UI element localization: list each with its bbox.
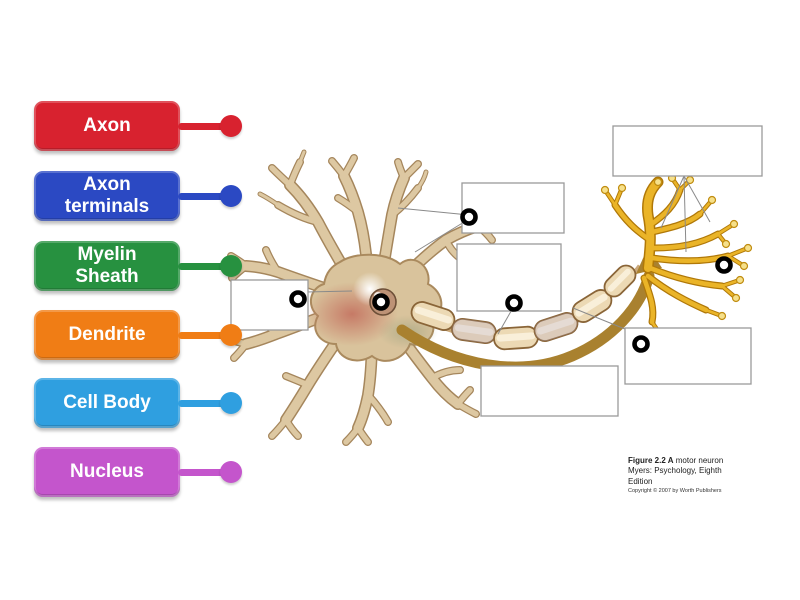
label-dendrite[interactable]: Dendrite	[34, 310, 180, 360]
label-row-myelin-sheath: Myelin Sheath	[34, 241, 264, 291]
answer-box-4[interactable]	[480, 365, 619, 417]
target-pins	[289, 208, 733, 353]
myelin-sheath-art	[410, 264, 637, 351]
caption-line3: Edition	[628, 476, 653, 486]
caption-title-rest: motor neuron	[675, 456, 724, 465]
label-anchor-dot	[220, 461, 242, 483]
label-stem	[178, 123, 230, 130]
label-cell-body[interactable]: Cell Body	[34, 378, 180, 428]
target-pin-5[interactable]	[632, 335, 650, 353]
axon-terminals-art	[600, 173, 753, 339]
label-anchor-dot	[220, 185, 242, 207]
label-nucleus[interactable]: Nucleus	[34, 447, 180, 497]
target-pin-6[interactable]	[715, 256, 733, 274]
label-anchor-dot	[220, 115, 242, 137]
label-row-nucleus: Nucleus	[34, 447, 264, 497]
label-anchor-dot	[220, 324, 242, 346]
label-row-axon: Axon	[34, 101, 264, 151]
label-myelin-sheath[interactable]: Myelin Sheath	[34, 241, 180, 291]
label-stem	[178, 400, 230, 407]
target-pin-3[interactable]	[460, 208, 478, 226]
answer-box-2[interactable]	[461, 182, 565, 234]
label-anchor-dot	[220, 392, 242, 414]
label-row-cell-body: Cell Body	[34, 378, 264, 428]
caption-copyright: Copyright © 2007 by Worth Publishers	[628, 488, 722, 495]
caption-title: Figure 2.2 A motor neuron	[628, 456, 778, 466]
target-pin-4[interactable]	[505, 294, 523, 312]
label-axon-terminals[interactable]: Axon terminals	[34, 171, 180, 221]
target-pin-2[interactable]	[372, 293, 390, 311]
label-stem	[178, 469, 230, 476]
label-axon[interactable]: Axon	[34, 101, 180, 151]
caption-title-bold: Figure 2.2 A	[628, 456, 674, 465]
label-stem	[178, 193, 230, 200]
figure-caption: Figure 2.2 A motor neuron Myers: Psychol…	[628, 456, 778, 495]
label-stem	[178, 332, 230, 339]
target-pin-1[interactable]	[289, 290, 307, 308]
label-row-dendrite: Dendrite	[34, 310, 264, 360]
answer-box-6[interactable]	[612, 125, 763, 177]
label-row-axon-terminals: Axon terminals	[34, 171, 264, 221]
label-stem	[178, 263, 230, 270]
pointer-lines	[305, 175, 711, 335]
terminal-bulbs	[600, 173, 753, 339]
caption-line2: Myers: Psychology, Eighth	[628, 466, 722, 476]
label-anchor-dot	[220, 255, 242, 277]
